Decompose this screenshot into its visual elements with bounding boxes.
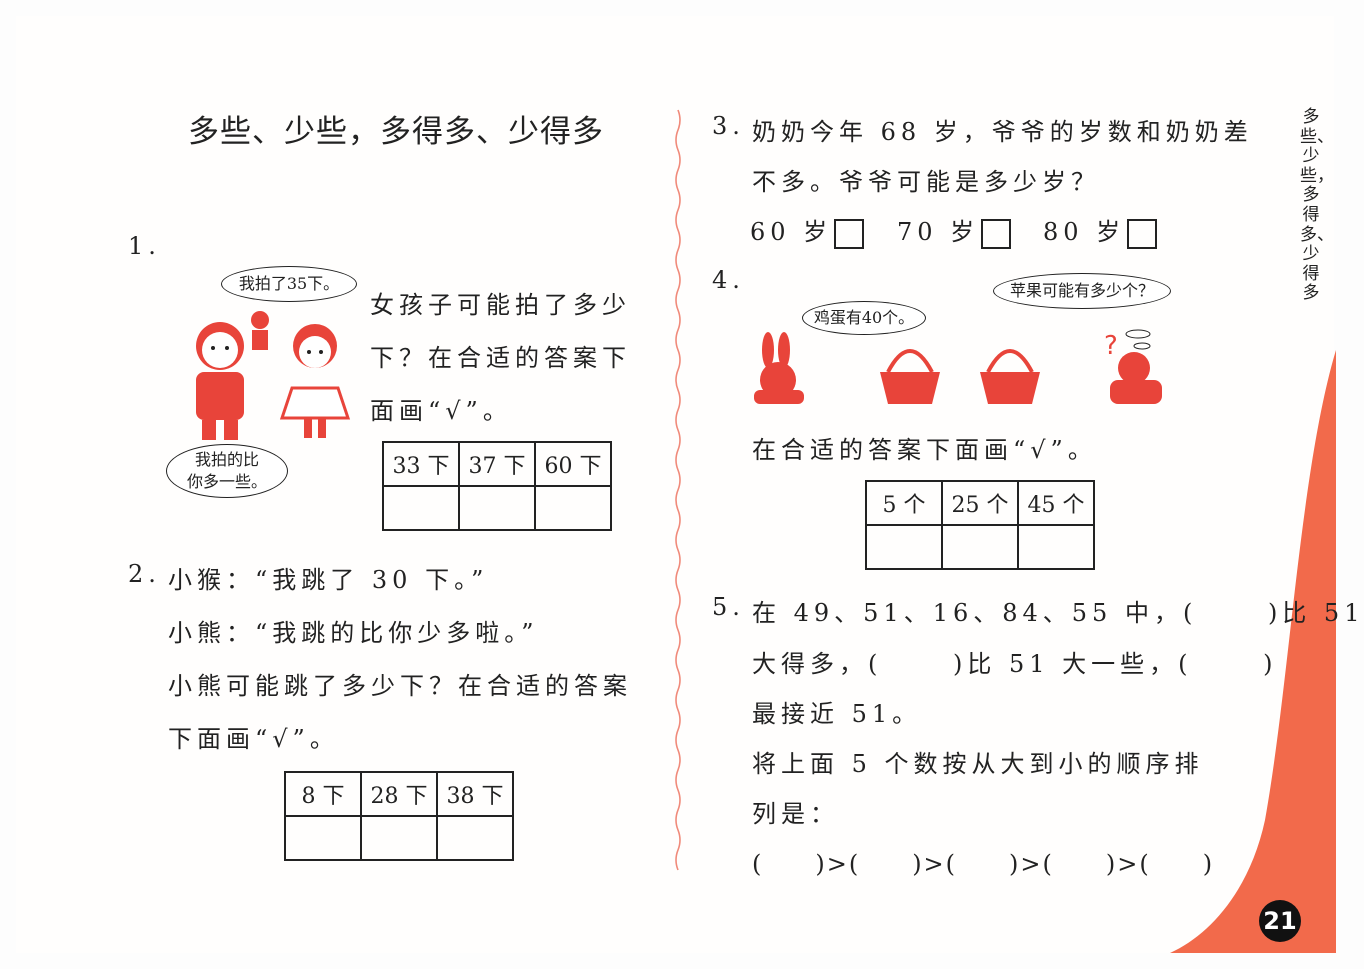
q2-option: 38 下 [436, 771, 514, 817]
q2-option: 28 下 [360, 771, 438, 817]
children-illustration [196, 311, 351, 440]
q1-answer-cell[interactable] [534, 485, 612, 531]
q5-line-4: 将上面 5 个数按从大到小的顺序排 [752, 750, 1204, 778]
rabbit-speech-bubble: 鸡蛋有40个。 [802, 301, 926, 335]
q2-answer-cell[interactable] [284, 815, 362, 861]
svg-text:?: ? [1104, 331, 1118, 361]
q3-checkbox[interactable] [1127, 218, 1158, 249]
q1-line-1: 女孩子可能拍了多少 [370, 291, 631, 319]
q4-option: 25 个 [941, 480, 1019, 526]
q4-instruction: 在合适的答案下面画“√”。 [752, 436, 1097, 464]
side-title: 多些、少些，多得多、少得多 [1300, 107, 1334, 304]
q3-number: 3. [712, 112, 745, 140]
boy-speech-line-1: 我拍的比 [194, 450, 259, 470]
q4-answer-cell[interactable] [1017, 524, 1095, 570]
q4-answer-cell[interactable] [865, 524, 943, 570]
q1-option: 33 下 [382, 441, 460, 487]
q5-order-blanks[interactable]: ( )>( )>( )>( )>( ) [752, 850, 1215, 878]
q5-line-5: 列是： [752, 800, 839, 828]
q3-choice-label: 80 岁 [1043, 218, 1126, 246]
rabbit-baskets-bear-illustration: ? [754, 329, 1162, 404]
boy-speech-bubble: 我拍的比 你多一些。 [166, 444, 288, 498]
q1-answer-cell[interactable] [382, 485, 460, 531]
q5-line-1: 在 49、51、16、84、55 中，( )比 51 [752, 599, 1364, 627]
q2-line-4: 下面画“√”。 [168, 725, 339, 753]
q1-number: 1. [128, 232, 161, 260]
column-divider [675, 109, 681, 871]
bear-speech-bubble: 苹果可能有多少个？ [993, 273, 1171, 309]
orange-corner-decoration [1170, 350, 1336, 953]
q3-checkbox[interactable] [834, 218, 865, 249]
q5-line-2: 大得多，( )比 51 大一些，( ) [752, 650, 1278, 678]
q3-checkbox[interactable] [981, 218, 1012, 249]
q2-answer-cell[interactable] [360, 815, 438, 861]
q1-line-3: 面画“√”。 [370, 397, 512, 425]
q2-option: 8 下 [284, 771, 362, 817]
q4-answer-cell[interactable] [941, 524, 1019, 570]
bear-speech-text: 苹果可能有多少个？ [1009, 281, 1154, 301]
q3-line-1: 奶奶今年 68 岁，爷爷的岁数和奶奶差 [752, 118, 1253, 146]
q3-choice-2: 70 岁 [897, 212, 1012, 249]
q2-line-3: 小熊可能跳了多少下？在合适的答案 [168, 672, 632, 700]
q3-line-2: 不多。爷爷可能是多少岁？ [752, 168, 1100, 196]
rabbit-speech-text: 鸡蛋有40个。 [813, 308, 915, 328]
girl-speech-bubble: 我拍了35下。 [221, 266, 357, 302]
q2-answer-table: 8 下 28 下 38 下 [284, 771, 514, 861]
q2-line-2: 小熊：“我跳的比你少多啦。” [168, 619, 539, 647]
q4-answer-table: 5 个 25 个 45 个 [865, 480, 1095, 570]
q3-choice-1: 60 岁 [750, 212, 865, 249]
q4-option: 45 个 [1017, 480, 1095, 526]
q3-choice-3: 80 岁 [1043, 212, 1158, 249]
q1-option: 60 下 [534, 441, 612, 487]
q3-choice-label: 60 岁 [750, 218, 833, 246]
boy-speech-line-2: 你多一些。 [186, 472, 267, 491]
q1-option: 37 下 [458, 441, 536, 487]
q1-answer-table: 33 下 37 下 60 下 [382, 441, 612, 531]
q2-answer-cell[interactable] [436, 815, 514, 861]
page-number: 21 [1259, 900, 1301, 942]
q5-number: 5. [712, 593, 745, 621]
page-title: 多些、少些，多得多、少得多 [188, 114, 604, 150]
girl-speech-text: 我拍了35下。 [238, 274, 340, 294]
q2-number: 2. [128, 560, 161, 588]
q1-line-2: 下？在合适的答案下 [370, 344, 631, 372]
q1-answer-cell[interactable] [458, 485, 536, 531]
q3-choice-label: 70 岁 [897, 218, 980, 246]
q4-number: 4. [712, 266, 745, 294]
q5-line-3: 最接近 51。 [752, 700, 922, 728]
q4-option: 5 个 [865, 480, 943, 526]
q2-line-1: 小猴：“我跳了 30 下。” [168, 566, 489, 594]
